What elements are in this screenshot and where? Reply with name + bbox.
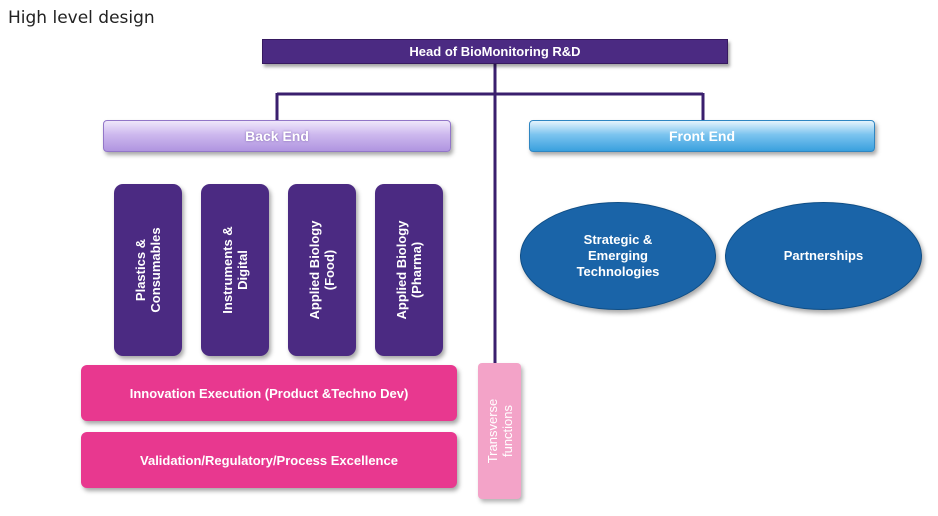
validation-regulatory-box: Validation/Regulatory/Process Excellence <box>81 432 457 488</box>
partnerships-ellipse: Partnerships <box>725 202 922 310</box>
pillar-label-line2: (Food) <box>322 249 337 291</box>
pillar-label-line1: Plastics & <box>133 238 148 302</box>
pillar-plastics-consumables: Plastics &Consumables <box>114 184 182 356</box>
pillar-label-line2: Digital <box>235 250 250 290</box>
pillar-applied-biology-pharma: Applied Biology(Pharma) <box>375 184 443 356</box>
transverse-label-line1: Transverse <box>484 398 500 464</box>
pillar-label-line1: Applied Biology <box>307 220 322 320</box>
back-end-box: Back End <box>103 120 451 152</box>
strategic-emerging-tech-label: Strategic & Emerging Technologies <box>576 232 660 279</box>
page-title: High level design <box>8 8 155 28</box>
pillar-instruments-digital: Instruments &Digital <box>201 184 269 356</box>
strategic-emerging-tech-ellipse: Strategic & Emerging Technologies <box>520 202 716 310</box>
pillar-label-line1: Applied Biology <box>394 220 409 320</box>
pillar-label-line2: (Pharma) <box>409 241 424 299</box>
front-end-box: Front End <box>529 120 875 152</box>
partnerships-label: Partnerships <box>783 248 864 263</box>
head-of-biomonitoring-box: Head of BioMonitoring R&D <box>262 39 728 64</box>
pillar-label-line1: Instruments & <box>220 226 235 314</box>
pillar-label-line2: Consumables <box>148 227 163 313</box>
transverse-label-line2: functions <box>499 404 515 458</box>
innovation-execution-box: Innovation Execution (Product &Techno De… <box>81 365 457 421</box>
pillar-applied-biology-food: Applied Biology(Food) <box>288 184 356 356</box>
